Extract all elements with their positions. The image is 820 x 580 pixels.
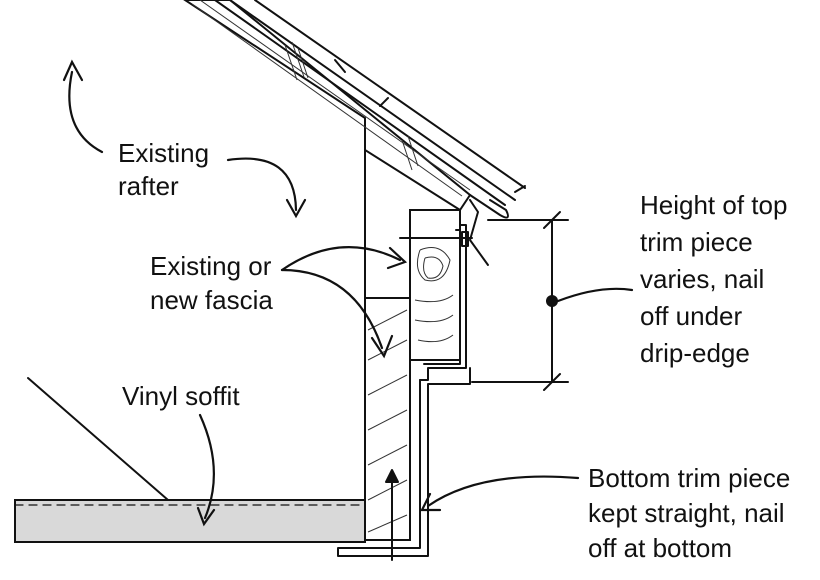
label-fascia-1: Existing or	[150, 251, 272, 281]
label-top-trim-5: drip-edge	[640, 338, 750, 368]
label-fascia-2: new fascia	[150, 285, 273, 315]
labels: Existing rafter Existing or new fascia V…	[118, 138, 790, 563]
leader-arrows	[62, 59, 580, 527]
label-soffit: Vinyl soffit	[122, 381, 240, 411]
label-top-trim-4: off under	[640, 301, 743, 331]
height-dimension	[471, 211, 634, 391]
metal-trim	[337, 224, 471, 561]
label-top-trim-1: Height of top	[640, 190, 787, 220]
sub-fascia	[364, 297, 411, 541]
label-rafter-2: rafter	[118, 171, 179, 201]
fascia-board	[399, 209, 473, 361]
label-bottom-trim-1: Bottom trim piece	[588, 463, 790, 493]
label-top-trim-2: trim piece	[640, 227, 753, 257]
roof-rafter	[183, 0, 526, 299]
label-bottom-trim-3: off at bottom	[588, 533, 732, 563]
label-top-trim-3: varies, nail	[640, 264, 764, 294]
vinyl-soffit	[14, 377, 366, 543]
label-bottom-trim-2: kept straight, nail	[588, 498, 785, 528]
label-rafter-1: Existing	[118, 138, 209, 168]
